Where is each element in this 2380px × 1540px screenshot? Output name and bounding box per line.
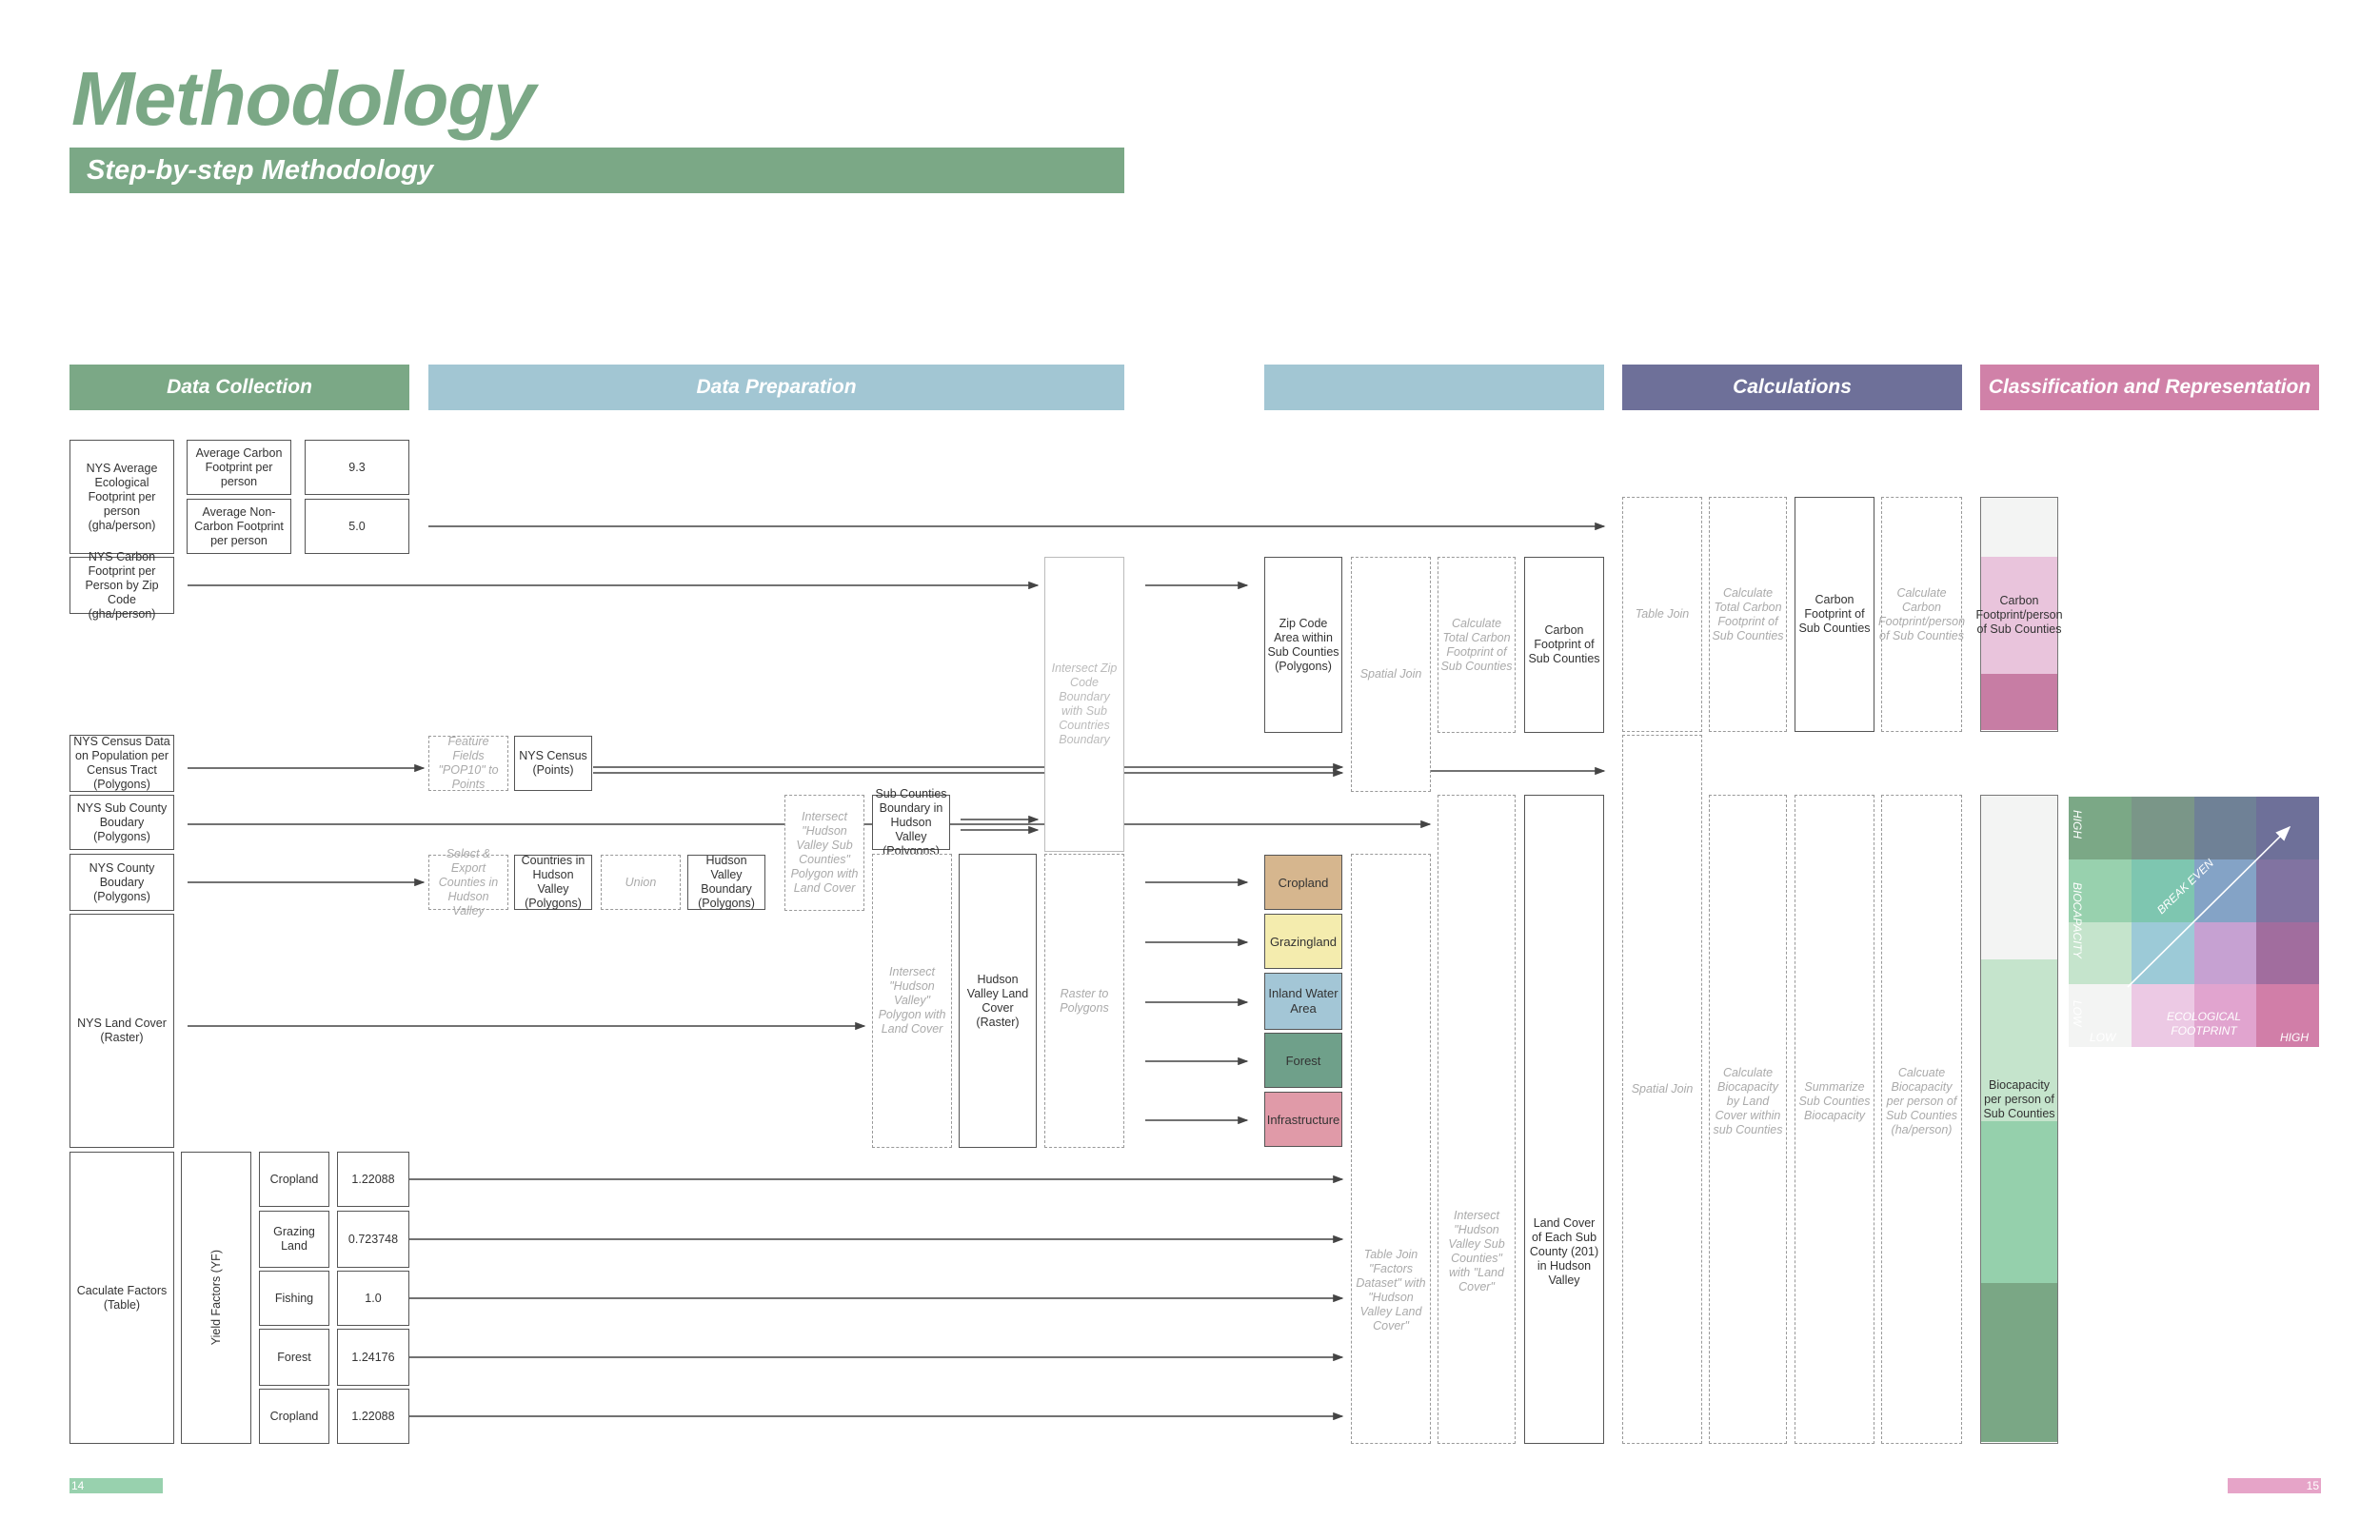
yield-value-fishing: 1.0 (337, 1271, 409, 1326)
intersect-subcounties-step: Intersect "Hudson Valley Sub Counties" w… (1438, 795, 1516, 1444)
matrix-y-label: BIOCAPACITY (2071, 882, 2084, 958)
calc-per-person-step: Calculate Carbon Footprint/person of Sub… (1878, 497, 1965, 732)
carbon-sub-box: Carbon Footprint of Sub Counties (1524, 557, 1604, 733)
matrix-x-high: HIGH (2280, 1031, 2309, 1044)
feature-fields-step: Feature Fields "POP10" to Points (428, 735, 508, 791)
header-data-preparation: Data Preparation (428, 365, 1124, 410)
matrix-cell-1-0 (2069, 859, 2132, 922)
yield-value-grazing: 0.723748 (337, 1211, 409, 1268)
header-data-collection: Data Collection (69, 365, 409, 410)
bio-legend-4 (1981, 1283, 2057, 1442)
calc-total-step: Calculate Total Carbon Footprint of Sub … (1709, 497, 1787, 732)
matrix-cell-3-3 (2256, 984, 2319, 1047)
yield-label-forest: Forest (259, 1329, 329, 1386)
sub-counties-hv-box: Sub Counties Boundary in Hudson Valley (… (872, 787, 950, 858)
raster-polygons-step: Raster to Polygons (1044, 854, 1124, 1148)
yield-value-cropland-2: 1.22088 (337, 1389, 409, 1444)
land-forest: Forest (1264, 1033, 1342, 1088)
bio-legend-2: Biocapacity per person of Sub Counties (1981, 959, 2057, 1121)
calc-total-carbon-step: Calculate Total Carbon Footprint of Sub … (1438, 557, 1516, 733)
zip-area-box: Zip Code Area within Sub Counties (Polyg… (1264, 557, 1342, 733)
noncarbon-value-box: 5.0 (305, 499, 409, 554)
hv-boundary-box: Hudson Valley Boundary (Polygons) (687, 854, 765, 910)
carbon-legend-low (1981, 498, 2057, 557)
matrix-cell-3-0 (2069, 984, 2132, 1047)
matrix-x-label: ECOLOGICAL FOOTPRINT (2166, 1010, 2242, 1037)
page-number-right: 15 (2228, 1478, 2321, 1493)
calc-biocap-person-step: Calcuate Biocapacity per person of Sub C… (1881, 795, 1962, 1444)
biocapacity-legend: Biocapacity per person of Sub Counties (1980, 795, 2058, 1444)
bivariate-matrix: HIGH BIOCAPACITY LOW LOW ECOLOGICAL FOOT… (2069, 797, 2319, 1047)
intersect-zip-step: Intersect Zip Code Boundary with Sub Cou… (1044, 557, 1124, 852)
matrix-cell-2-0 (2069, 921, 2132, 985)
calc-biocap-land-step: Calculate Biocapacity by Land Cover with… (1709, 795, 1787, 1444)
matrix-x-low: LOW (2090, 1031, 2116, 1044)
counties-hv-box: Countries in Hudson Valley (Polygons) (514, 854, 592, 910)
yield-label-fishing: Fishing (259, 1271, 329, 1326)
header-analysis (1264, 365, 1604, 410)
table-join-step: Table Join (1622, 497, 1702, 732)
matrix-cell-2-3 (2256, 921, 2319, 985)
yield-factors-box: Yield Factors (YF) (181, 1152, 251, 1444)
select-export-step: Select & Export Counties in Hudson Valle… (428, 847, 508, 918)
nys-sub-county-box: NYS Sub County Boudary (Polygons) (69, 795, 174, 850)
hv-land-cover-box: Hudson Valley Land Cover (Raster) (959, 854, 1037, 1148)
yield-label-cropland: Cropland (259, 1152, 329, 1207)
yield-label-grazing: Grazing Land (259, 1211, 329, 1268)
page-number-left: 14 (69, 1478, 163, 1493)
yield-factors-label: Yield Factors (YF) (208, 1250, 223, 1346)
calculate-factors-box: Caculate Factors (Table) (69, 1152, 174, 1444)
union-step: Union (601, 855, 681, 910)
bio-legend-label: Biocapacity per person of Sub Counties (1983, 1078, 2055, 1120)
calc-spatial-join-step: Spatial Join (1622, 735, 1702, 1444)
yield-value-cropland: 1.22088 (337, 1152, 409, 1207)
page-subtitle-bar: Step-by-step Methodology (69, 148, 1124, 193)
land-cover-each-box: Land Cover of Each Sub County (201) in H… (1524, 795, 1604, 1444)
land-infrastructure: Infrastructure (1264, 1092, 1342, 1147)
matrix-diagonal-arrow (2127, 825, 2291, 988)
land-cropland: Cropland (1264, 855, 1342, 910)
matrix-y-low: LOW (2071, 1000, 2084, 1027)
spatial-join-step: Spatial Join (1351, 557, 1431, 792)
land-grazingland: Grazingland (1264, 914, 1342, 969)
carbon-legend-high (1981, 674, 2057, 730)
intersect-hv-step: Intersect "Hudson Valley" Polygon with L… (872, 854, 952, 1148)
carbon-value-box: 9.3 (305, 440, 409, 495)
matrix-cell-0-1 (2131, 797, 2194, 859)
carbon-legend: Carbon Footprint/person of Sub Counties (1976, 497, 2063, 732)
nys-carbon-zip-box: NYS Carbon Footprint per Person by Zip C… (69, 550, 174, 621)
summarize-step: Summarize Sub Counties Biocapacity (1795, 795, 1874, 1444)
noncarbon-footprint-box: Average Non-Carbon Footprint per person (187, 499, 291, 554)
matrix-cell-1-1 (2131, 859, 2194, 922)
carbon-legend-mid: Carbon Footprint/person of Sub Counties (1976, 557, 2063, 674)
census-points-box: NYS Census (Points) (514, 736, 592, 791)
table-join-factors-step: Table Join "Factors Dataset" with "Hudso… (1351, 854, 1431, 1444)
matrix-cell-0-0 (2069, 797, 2132, 859)
matrix-cell-0-2 (2193, 797, 2257, 859)
intersect-sub-step: Intersect "Hudson Valley Sub Counties" P… (784, 795, 864, 911)
nys-county-box: NYS County Boudary (Polygons) (69, 854, 174, 911)
page-title: Methodology (71, 56, 536, 141)
yield-value-forest: 1.24176 (337, 1329, 409, 1386)
matrix-cell-2-2 (2193, 921, 2257, 985)
land-inland-water: Inland Water Area (1264, 973, 1342, 1030)
nys-land-cover-box: NYS Land Cover (Raster) (69, 914, 174, 1148)
carbon-legend-label: Carbon Footprint/person of Sub Counties (1975, 594, 2063, 636)
nys-census-box: NYS Census Data on Population per Census… (69, 735, 174, 792)
header-calculations: Calculations (1622, 365, 1962, 410)
bio-legend-3 (1981, 1121, 2057, 1283)
nys-ecological-footprint-box: NYS Average Ecological Footprint per per… (69, 440, 174, 554)
header-classification: Classification and Representation (1980, 365, 2319, 410)
matrix-cell-3-1 (2131, 984, 2194, 1047)
matrix-cell-3-2 (2193, 984, 2257, 1047)
bio-legend-1 (1981, 796, 2057, 959)
carbon-footprint-box: Average Carbon Footprint per person (187, 440, 291, 495)
matrix-cell-1-3 (2256, 859, 2319, 922)
matrix-y-high: HIGH (2071, 810, 2084, 839)
yield-label-cropland-2: Cropland (259, 1389, 329, 1444)
calc-carbon-sub-box: Carbon Footprint of Sub Counties (1795, 497, 1874, 732)
